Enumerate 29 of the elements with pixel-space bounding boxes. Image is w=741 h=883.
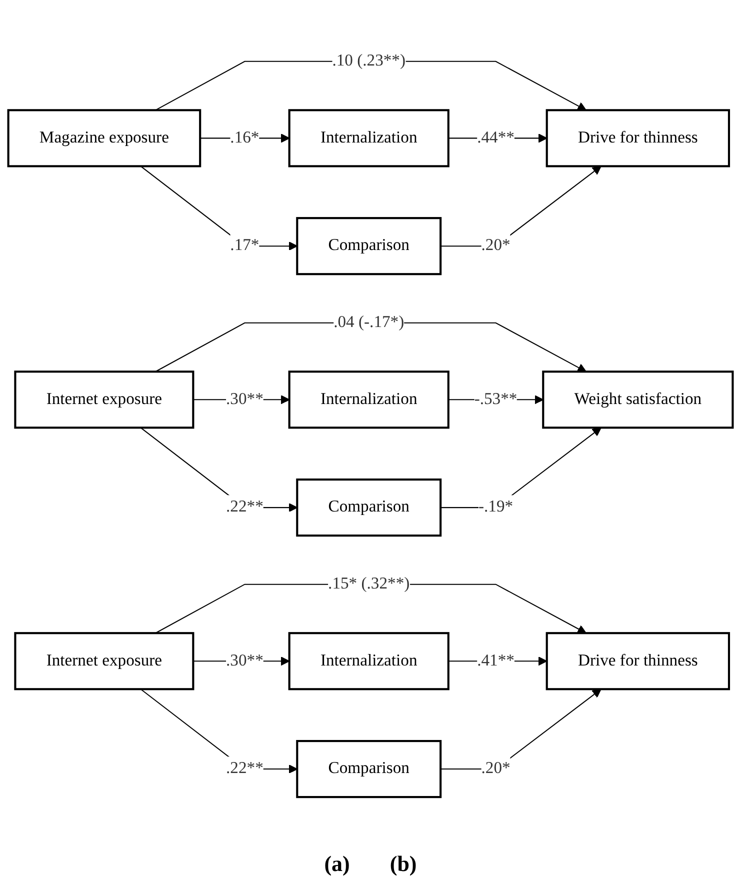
edge-label: .16*	[230, 128, 260, 146]
panel-label: (b)	[390, 851, 417, 877]
edge-label: .20*	[481, 759, 510, 777]
edge-label: .30**	[226, 651, 264, 669]
node-box: Internet exposure	[14, 632, 194, 690]
edge-label: .30**	[226, 390, 264, 408]
edge-label: -.53**	[474, 390, 518, 408]
node-box: Drive for thinness	[546, 108, 730, 167]
edge-label: .22**	[226, 759, 264, 777]
node-box: Comparison	[296, 739, 442, 798]
node-box: Internet exposure	[14, 370, 194, 428]
node-box: Weight satisfaction	[542, 370, 734, 428]
edge-label: .44**	[477, 128, 514, 146]
panel-label: (a)	[324, 851, 350, 877]
node-box: Comparison	[296, 216, 442, 275]
edge-label: .04 (-.17*)	[334, 313, 404, 331]
edge-label: .20*	[481, 236, 510, 254]
edge-label: .15* (.32**)	[328, 574, 410, 592]
edge-label: -.19*	[478, 498, 514, 516]
node-box: Drive for thinness	[546, 632, 730, 690]
edge-label: .41**	[477, 651, 514, 669]
node-box: Magazine exposure	[7, 108, 202, 167]
node-box: Internalization	[288, 108, 450, 167]
node-box: Comparison	[296, 478, 442, 536]
edge-label: .22**	[226, 498, 264, 516]
node-box: Internalization	[288, 370, 450, 428]
edge-label: .17*	[230, 236, 260, 254]
node-box: Internalization	[288, 632, 450, 690]
edge-label: .10 (.23**)	[332, 52, 406, 70]
